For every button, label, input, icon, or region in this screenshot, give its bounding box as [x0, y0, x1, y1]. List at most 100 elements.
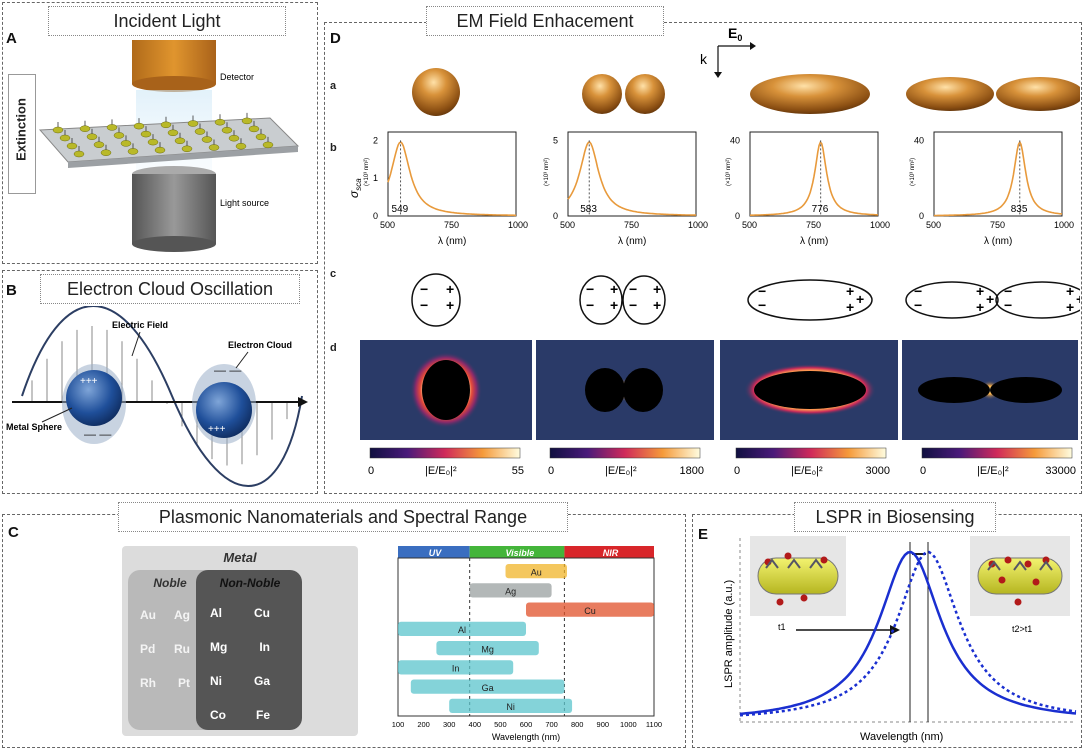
svg-text:−: −: [1004, 283, 1012, 299]
nanoparticle: [147, 138, 159, 146]
noble-heading: Noble: [153, 576, 187, 590]
nanoparticle: [127, 148, 139, 155]
x-tick: 500: [742, 220, 757, 230]
svg-text:−: −: [758, 297, 766, 313]
nanoparticle: [154, 146, 166, 154]
element-symbol: Au: [140, 608, 156, 622]
nanoparticle: [187, 120, 199, 127]
nanoparticle: [241, 117, 253, 125]
t1-label: t1: [778, 622, 786, 632]
x-axis-label: λ (nm): [984, 236, 1012, 247]
peak-label: 549: [392, 204, 409, 215]
x-tick: 500: [560, 220, 575, 230]
metal-sphere-2: [196, 382, 252, 438]
panel-d-label: D: [330, 30, 341, 47]
spectrum-curve: [387, 141, 516, 217]
dipole-dimer-left: [579, 275, 623, 325]
x-axis-label: λ (nm): [618, 236, 646, 247]
k-label: k: [700, 51, 708, 67]
nanoparticle: [113, 132, 125, 139]
row-label-d: d: [330, 342, 337, 354]
element-symbol: Mg: [210, 640, 228, 654]
range-x-tick: 200: [417, 720, 430, 729]
x-axis-label: λ (nm): [800, 236, 828, 247]
range-x-tick: 1100: [646, 720, 662, 729]
svg-text:+: +: [1076, 291, 1080, 307]
nanoparticle: [86, 133, 98, 140]
svg-text:+: +: [1066, 283, 1074, 299]
range-x-label: Wavelength (nm): [492, 732, 560, 742]
svg-text:+: +: [846, 283, 854, 299]
colorbar-min: 0: [920, 465, 926, 477]
electron-cloud-label: Electron Cloud: [228, 340, 292, 350]
peak-label: 835: [1011, 204, 1028, 215]
dipole-rod-dimer-left: [905, 281, 999, 319]
detector-label: Detector: [220, 72, 254, 82]
e0-label: E0: [728, 25, 742, 43]
nanoparticle: [160, 121, 172, 129]
panel-a: [2, 2, 318, 264]
band-uv: UV: [429, 548, 442, 558]
range-bar-label: Ag: [505, 587, 516, 597]
element-symbol: Ga: [253, 674, 270, 688]
x-tick: 750: [806, 220, 821, 230]
range-x-tick: 800: [571, 720, 584, 729]
nanoparticle: [181, 145, 193, 153]
element-symbol: Ru: [174, 642, 190, 656]
y-unit: (×10³ nm²): [910, 158, 916, 186]
range-bar-cu: Cu: [526, 602, 654, 617]
range-bar-au: Au: [505, 564, 567, 579]
peak-label: 583: [580, 204, 597, 215]
colorbar-max: 1800: [680, 465, 704, 477]
nanoparticle: [262, 141, 274, 149]
svg-text:−: −: [914, 297, 922, 313]
colorbar-min: 0: [548, 465, 554, 477]
extinction-side-tab: [8, 74, 36, 194]
svg-text:+++: +++: [208, 424, 226, 435]
band-visible: Visible: [506, 548, 535, 558]
row-a-particles: [412, 68, 1080, 116]
panel-b-illustration: +++ — — — — +++ Electric Field Electron …: [6, 306, 308, 487]
svg-text:+: +: [446, 297, 454, 313]
nanoparticle: [133, 122, 145, 130]
nanoparticle: [73, 150, 85, 158]
dipole-rod-dimer-right: [995, 281, 1080, 319]
nanoparticle: [208, 144, 220, 151]
light-source-label: Light source: [220, 198, 269, 208]
colorbar-max: 33000: [1045, 465, 1076, 477]
panel-a-title: Incident Light: [48, 6, 286, 36]
element-symbol: Pt: [178, 676, 190, 690]
nanoparticle: [248, 125, 260, 133]
particle-rod: [750, 74, 870, 114]
svg-text:+: +: [976, 299, 984, 315]
nanoparticle: [174, 137, 186, 145]
y-tick: 0: [919, 211, 924, 221]
x-tick: 750: [990, 220, 1005, 230]
y-tick: 0: [373, 211, 378, 221]
band-nir: NIR: [603, 548, 619, 558]
svg-text:−: −: [629, 297, 637, 313]
y-tick: 0: [735, 211, 740, 221]
metal-heading: Metal: [223, 550, 257, 565]
nanoparticle: [52, 126, 64, 134]
colorbar-min: 0: [734, 465, 740, 477]
x-axis-label: λ (nm): [438, 236, 466, 247]
svg-text:+: +: [856, 291, 864, 307]
non-noble-box: [196, 570, 302, 730]
y-tick: 1: [373, 173, 378, 183]
nanoparticle: [255, 133, 267, 141]
spectrum-curve: [750, 140, 879, 216]
particle-sphere: [412, 68, 460, 116]
nanoparticle: [120, 140, 132, 147]
element-symbol: Ag: [174, 608, 190, 622]
nanoparticle: [194, 128, 206, 135]
colorbar-max: 3000: [866, 465, 890, 477]
nanoparticle: [106, 124, 118, 131]
nanoparticle: [228, 134, 240, 142]
nanoparticle: [235, 142, 247, 150]
element-symbol: Rh: [140, 676, 156, 690]
